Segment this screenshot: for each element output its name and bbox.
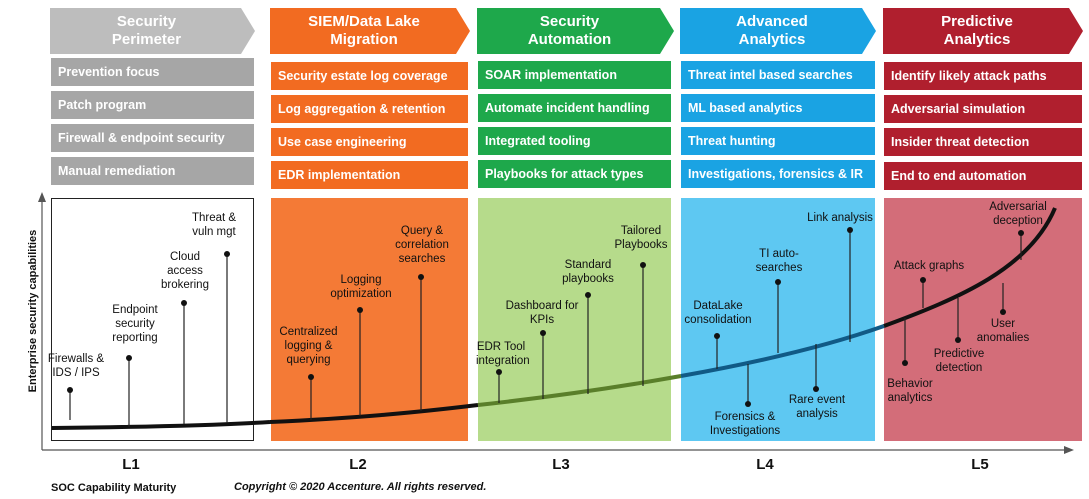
curve-l2: [269, 403, 479, 424]
stage4-item: Investigations, forensics & IR: [681, 160, 875, 188]
capability-label: Forensics & Investigations: [709, 411, 781, 437]
curve-l3: [477, 374, 682, 407]
capability-label: Rare event analysis: [788, 394, 846, 420]
stage4-item: ML based analytics: [681, 94, 875, 122]
panel-l5: [884, 198, 1082, 441]
stage-header-security-automation: Security Automation: [477, 8, 674, 54]
y-axis-label: Enterprise security capabilities: [27, 229, 39, 393]
capability-label: Centralized logging & querying: [279, 326, 338, 366]
curve-l4: [680, 324, 885, 378]
capability-label: Link analysis: [807, 212, 873, 224]
capability-label: Predictive detection: [933, 348, 985, 374]
stage3-item: Automate incident handling: [478, 94, 671, 122]
stage-header-predictive-analytics: Predictive Analytics: [883, 8, 1083, 54]
capability-label: TI auto- searches: [755, 248, 803, 274]
stage1-item: Prevention focus: [51, 58, 254, 86]
capability-label: Standard playbooks: [562, 259, 614, 285]
capability-label: Behavior analytics: [887, 378, 933, 404]
stage2-item: Security estate log coverage: [271, 62, 468, 90]
x-axis: [42, 446, 1074, 454]
capability-pins: [67, 227, 1024, 427]
level-label: L1: [122, 456, 140, 473]
curve-l1: [51, 420, 271, 430]
capability-label: User anomalies: [976, 318, 1030, 344]
stage2-item: Log aggregation & retention: [271, 95, 468, 123]
level-label: L2: [349, 456, 367, 473]
stage2-item: Use case engineering: [271, 128, 468, 156]
capability-label: EDR Tool integration: [476, 341, 530, 367]
curve-l5: [883, 207, 1057, 328]
level-label: L5: [971, 456, 989, 473]
level-label: L4: [756, 456, 774, 473]
stage2-item: EDR implementation: [271, 161, 468, 189]
capability-label: DataLake consolidation: [684, 300, 752, 326]
stage-header-advanced-analytics: Advanced Analytics: [680, 8, 876, 54]
stage5-item: Insider threat detection: [884, 128, 1082, 156]
stage5-item: Identify likely attack paths: [884, 62, 1082, 90]
stage5-item: End to end automation: [884, 162, 1082, 190]
y-axis: [38, 192, 46, 450]
capability-label: Adversarial deception: [989, 201, 1047, 227]
capability-label: Tailored Playbooks: [614, 225, 668, 251]
stage5-item: Adversarial simulation: [884, 95, 1082, 123]
capability-label: Attack graphs: [893, 260, 965, 272]
stage-header-siem-migration: SIEM/Data Lake Migration: [270, 8, 470, 54]
capability-label: Logging optimization: [330, 274, 392, 300]
copyright: Copyright © 2020 Accenture. All rights r…: [234, 481, 487, 493]
capability-label: Endpoint security reporting: [112, 304, 158, 344]
panel-l2: [271, 198, 468, 441]
x-axis-label: SOC Capability Maturity: [51, 482, 177, 494]
capability-label: Threat & vuln mgt: [191, 212, 237, 238]
stage1-item: Manual remediation: [51, 157, 254, 185]
stage3-item: SOAR implementation: [478, 61, 671, 89]
stage1-item: Patch program: [51, 91, 254, 119]
capability-label: Firewalls & IDS / IPS: [47, 353, 105, 379]
level-label: L3: [552, 456, 570, 473]
stage-header-security-perimeter: Security Perimeter: [50, 8, 255, 54]
stage4-item: Threat intel based searches: [681, 61, 875, 89]
capability-label: Cloud access brokering: [161, 251, 209, 291]
capability-label: Query & correlation searches: [395, 225, 449, 265]
capability-label: Dashboard for KPIs: [505, 300, 579, 326]
stage4-item: Threat hunting: [681, 127, 875, 155]
stage3-item: Integrated tooling: [478, 127, 671, 155]
stage3-item: Playbooks for attack types: [478, 160, 671, 188]
panel-l1: [51, 198, 254, 441]
stage1-item: Firewall & endpoint security: [51, 124, 254, 152]
